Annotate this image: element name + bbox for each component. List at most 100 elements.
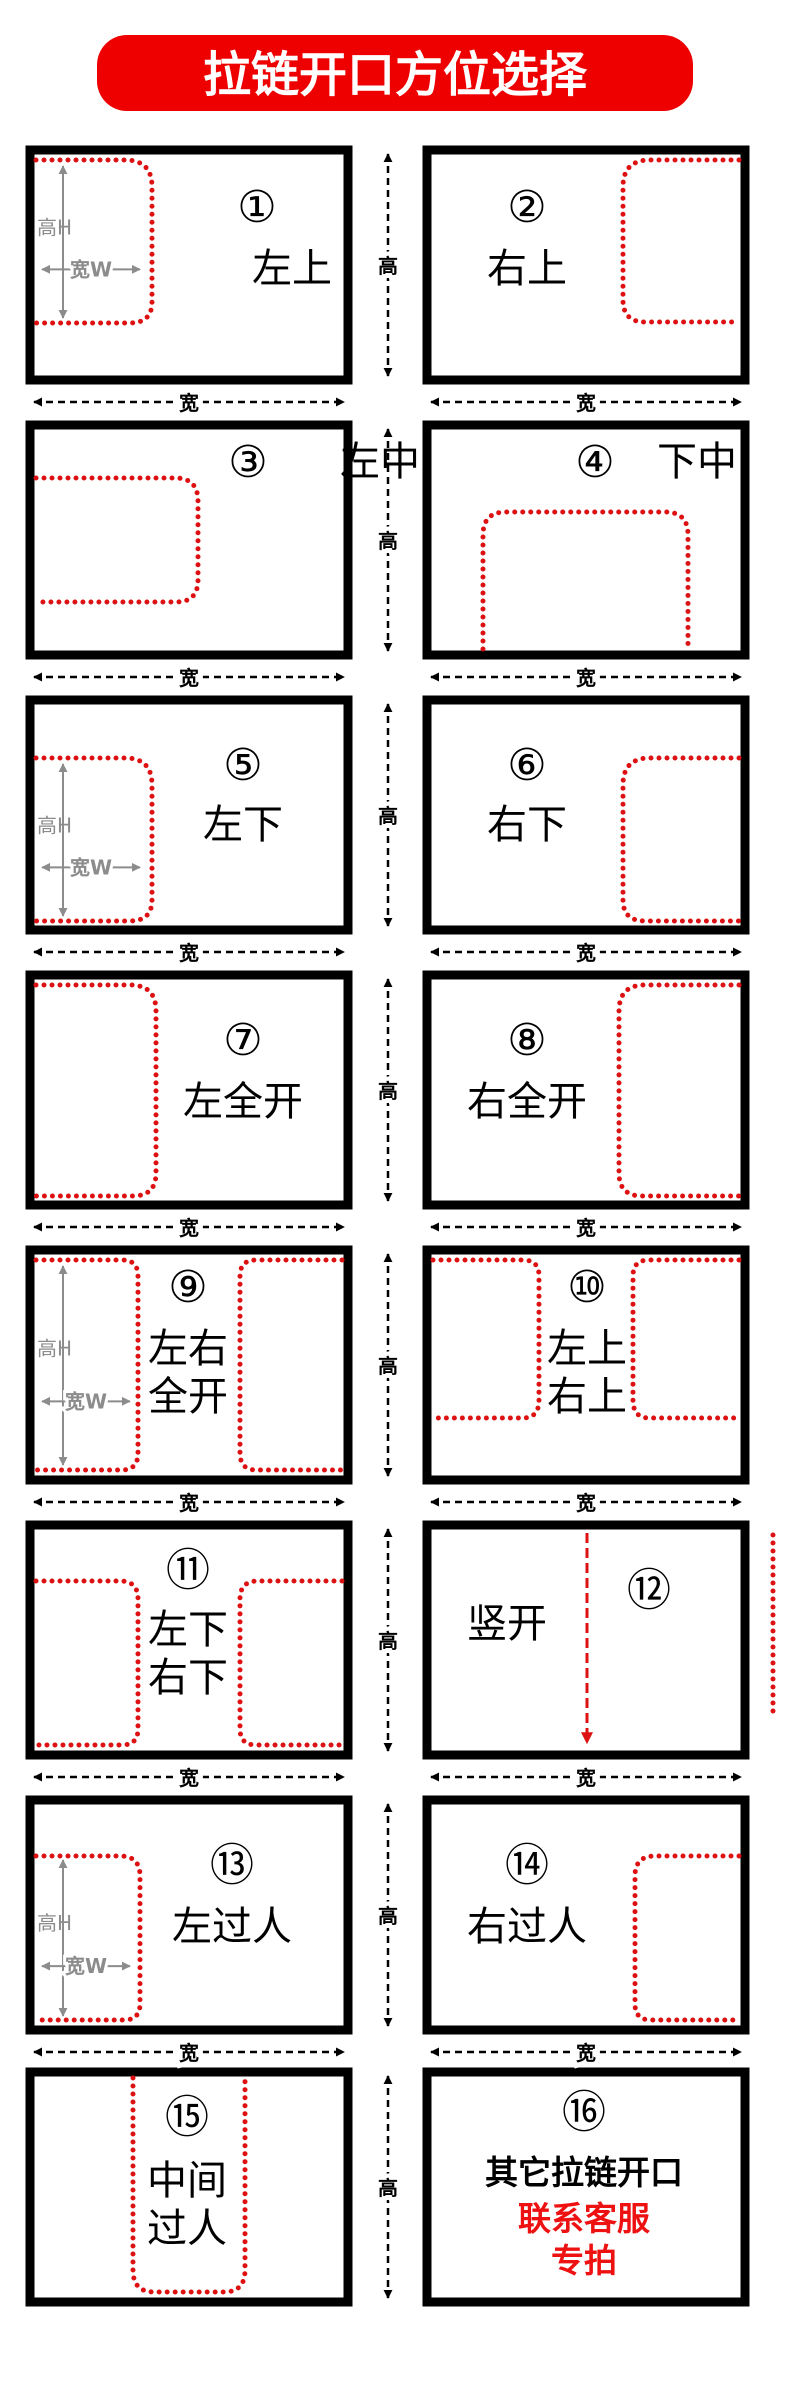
option-label: 左右	[148, 1326, 228, 1372]
option-label: 左过人	[172, 1904, 292, 1950]
option-label: 左上	[547, 1326, 627, 1372]
height-label: 高	[378, 1354, 398, 1378]
height-label: 高	[378, 1629, 398, 1653]
width-label-right: 宽	[576, 2041, 596, 2065]
title-banner: 拉链开口方位选择	[97, 35, 693, 111]
width-label-left: 宽	[179, 1216, 199, 1240]
option-number: ⑧	[507, 1015, 546, 1066]
panel-frame	[422, 1795, 750, 2035]
width-label-right: 宽	[576, 1766, 596, 1790]
custom-order-note: 专拍	[551, 2241, 617, 2280]
option-cell-1: 高H 宽W ① 左上	[25, 145, 353, 385]
option-cell-3: ③ 左中	[25, 420, 420, 660]
zipper-line	[130, 2075, 248, 2295]
option-number: ⑩	[567, 1262, 606, 1313]
row-dimensions-2: 高宽 宽	[33, 428, 742, 695]
zipper-line	[237, 1578, 345, 1748]
option-label: 右下	[487, 802, 567, 848]
inner-height-label: 高H	[37, 215, 72, 239]
width-label-left: 宽	[179, 1491, 199, 1515]
zipper-line	[480, 509, 691, 652]
title-background	[97, 35, 693, 111]
option-number: ②	[507, 182, 546, 233]
option-label: 下中	[657, 439, 737, 485]
option-cell-13: 高H 宽W ⑬ 左过人	[25, 1795, 353, 2035]
zipper-line	[430, 1257, 542, 1421]
zipper-line	[616, 982, 742, 1199]
option-label: 左中	[340, 439, 420, 485]
panel-frame	[422, 2067, 750, 2307]
inner-width-label: 宽W	[70, 257, 112, 281]
height-label: 高	[378, 1904, 398, 1928]
panel-frame	[25, 2067, 353, 2307]
option-cell-2: ②右上	[422, 145, 750, 385]
option-label: 左上	[252, 246, 332, 292]
option-label: 右下	[148, 1655, 228, 1701]
option-number: ⑯	[562, 2087, 606, 2138]
width-label-left: 宽	[179, 391, 199, 415]
option-cell-12: ⑫ 竖开	[422, 1520, 750, 1760]
panel-frame	[25, 420, 353, 660]
inner-width-label: 宽W	[70, 855, 112, 879]
panel-frame	[422, 970, 750, 1210]
zipper-line	[33, 1578, 141, 1748]
zipper-line	[33, 755, 155, 924]
option-number: ①	[237, 182, 276, 233]
height-label: 高	[378, 2176, 398, 2200]
option-cell-8: ⑧ 右全开	[422, 970, 750, 1210]
option-number: ⑭	[505, 1840, 549, 1891]
option-label: 右过人	[467, 1904, 587, 1950]
panel-frame	[25, 1245, 353, 1485]
option-label: 左下	[148, 1607, 228, 1653]
panel-frame	[422, 420, 750, 660]
panel-frame	[25, 1520, 353, 1760]
inner-width-label: 宽W	[65, 1954, 107, 1978]
option-label: 竖开	[467, 1601, 547, 1647]
zipper-line	[620, 755, 742, 924]
zipper-line	[33, 1853, 143, 2023]
width-label-left: 宽	[179, 666, 199, 690]
panel-frame	[25, 1795, 353, 2035]
option-cell-6: ⑥ 右下	[422, 695, 750, 935]
width-label-right: 宽	[576, 391, 596, 415]
option-label: 中间	[147, 2158, 227, 2204]
width-label-left: 宽	[179, 2041, 199, 2065]
option-number: ⑪	[166, 1545, 210, 1596]
option-number: ⑫	[627, 1565, 671, 1616]
option-number: ⑥	[507, 740, 546, 791]
panel-frame	[25, 970, 353, 1210]
zipper-line	[632, 1853, 742, 2023]
option-number: ⑦	[223, 1015, 262, 1066]
width-label-right: 宽	[576, 941, 596, 965]
option-label: 其它拉链开口	[485, 2153, 683, 2192]
row-dimensions-8: 高	[374, 2075, 402, 2299]
option-label: 右全开	[467, 1079, 587, 1125]
width-label-left: 宽	[179, 941, 199, 965]
inner-height-label: 高H	[37, 1337, 72, 1361]
option-cell-14: ⑭ 右过人	[422, 1795, 750, 2035]
option-number: ③	[228, 437, 267, 488]
height-label: 高	[378, 804, 398, 828]
option-label: 左全开	[183, 1079, 303, 1125]
width-label-right: 宽	[576, 1216, 596, 1240]
width-label-right: 宽	[576, 1491, 596, 1515]
panel-frame	[25, 695, 353, 935]
panel-frame	[422, 1245, 750, 1485]
contact-service-note: 联系客服	[518, 2199, 650, 2238]
panel-frame	[422, 695, 750, 935]
option-number: ⑨	[168, 1262, 207, 1313]
option-label: 左下	[203, 802, 283, 848]
inner-height-label: 高H	[37, 1911, 72, 1935]
width-label-right: 宽	[576, 666, 596, 690]
height-label: 高	[378, 529, 398, 553]
option-number: ⑬	[210, 1840, 254, 1891]
option-label: 右上	[547, 1374, 627, 1420]
width-label-left: 宽	[179, 1766, 199, 1790]
option-cell-7: ⑦ 左全开	[25, 970, 353, 1210]
option-number: ⑮	[165, 2092, 209, 2143]
